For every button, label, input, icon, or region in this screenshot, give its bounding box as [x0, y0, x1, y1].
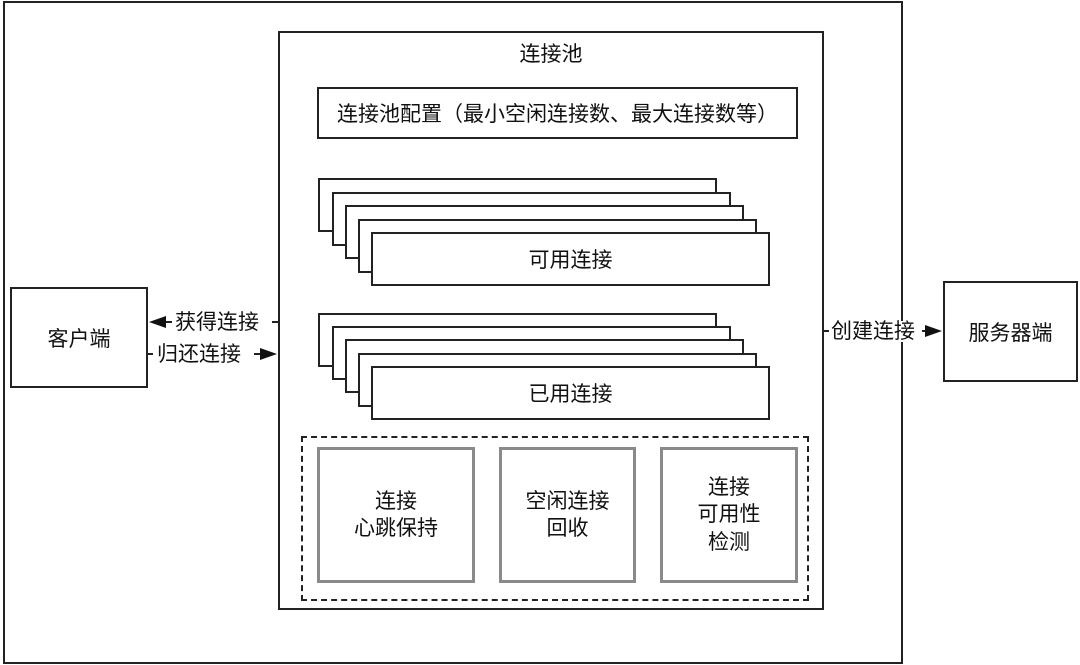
- create-arrowhead: [925, 325, 942, 337]
- create-connection-label: 创建连接: [830, 319, 916, 343]
- client-label: 客户端: [47, 326, 111, 351]
- idle-reclaim-line2: 回收: [546, 516, 589, 540]
- used-connections-box: 已用连接: [371, 366, 770, 420]
- heartbeat-line1: 连接: [375, 488, 417, 513]
- acquire-connection-label: 获得连接: [174, 310, 260, 334]
- available-connections-box: 可用连接: [371, 232, 770, 286]
- client-box: 客户端: [10, 287, 148, 388]
- heartbeat-box: 连接 心跳保持: [317, 447, 475, 583]
- used-connections-label: 已用连接: [528, 382, 613, 406]
- pool-config-label: 连接池配置（最小空闲连接数、最大连接数等）: [337, 102, 778, 126]
- release-arrowhead: [260, 348, 277, 360]
- availability-check-line1: 连接: [708, 475, 750, 500]
- acquire-arrowhead: [149, 316, 166, 328]
- release-connection-label: 归还连接: [156, 342, 242, 366]
- availability-check-box: 连接 可用性 检测: [660, 447, 798, 583]
- server-box: 服务器端: [943, 281, 1078, 382]
- availability-check-line3: 检测: [708, 529, 750, 554]
- pool-config-box: 连接池配置（最小空闲连接数、最大连接数等）: [317, 87, 798, 139]
- idle-reclaim-line1: 空闲连接: [525, 488, 610, 513]
- pool-management-region: [301, 436, 809, 601]
- availability-check-line2: 可用性: [697, 502, 761, 527]
- available-connections-label: 可用连接: [528, 248, 613, 272]
- connection-pool-title: 连接池: [519, 42, 583, 66]
- server-label: 服务器端: [968, 320, 1053, 345]
- idle-reclaim-box: 空闲连接 回收: [499, 447, 636, 583]
- heartbeat-line2: 心跳保持: [354, 516, 438, 540]
